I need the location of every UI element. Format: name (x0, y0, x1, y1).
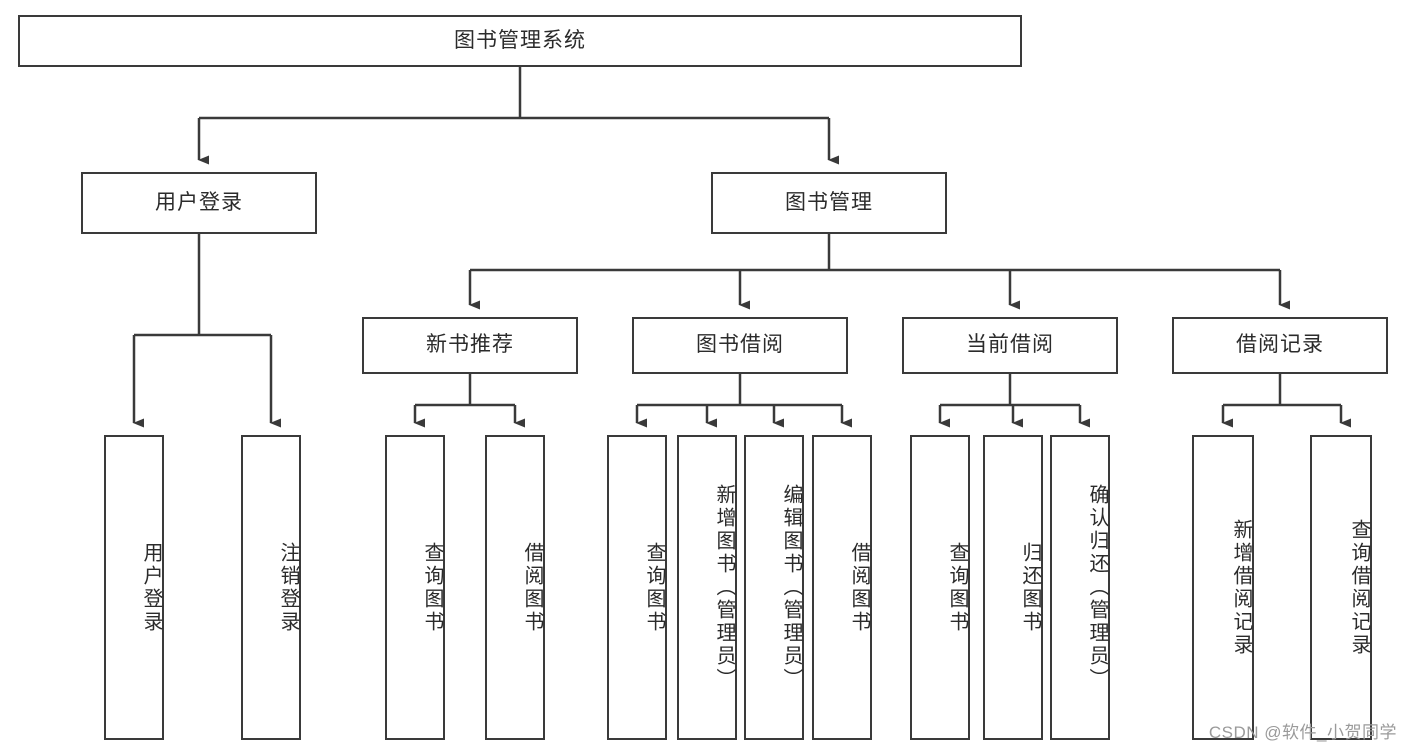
node-current-borrow[interactable]: 当前借阅 (902, 317, 1118, 374)
node-book-manage[interactable]: 图书管理 (711, 172, 947, 234)
node-label: 当前借阅 (966, 333, 1054, 357)
watermark: CSDN @软件_小贺同学 (1208, 723, 1397, 742)
node-label: 借阅记录 (1236, 333, 1324, 357)
node-leaf-user-login[interactable]: 用户登录 (104, 435, 164, 740)
node-label: 图书管理 (785, 190, 873, 214)
node-label: 借阅图书 (848, 541, 870, 634)
node-borrow-record[interactable]: 借阅记录 (1172, 317, 1388, 374)
node-leaf-query-book-2[interactable]: 查询图书 (607, 435, 667, 740)
node-leaf-logout[interactable]: 注销登录 (241, 435, 301, 740)
node-label: 查询图书 (421, 541, 443, 634)
node-label: 确认归还（管理员） (1086, 484, 1108, 691)
node-user-login[interactable]: 用户登录 (81, 172, 317, 234)
node-label: 借阅图书 (521, 541, 543, 634)
node-leaf-add-record[interactable]: 新增借阅记录 (1192, 435, 1254, 740)
node-new-book-rec[interactable]: 新书推荐 (362, 317, 578, 374)
node-label: 用户登录 (140, 541, 162, 634)
node-book-borrow[interactable]: 图书借阅 (632, 317, 848, 374)
node-leaf-query-book-1[interactable]: 查询图书 (385, 435, 445, 740)
node-leaf-confirm-return[interactable]: 确认归还（管理员） (1050, 435, 1110, 740)
node-root[interactable]: 图书管理系统 (18, 15, 1022, 67)
node-leaf-query-book-3[interactable]: 查询图书 (910, 435, 970, 740)
node-label: 新书推荐 (426, 333, 514, 357)
node-leaf-borrow-book-2[interactable]: 借阅图书 (812, 435, 872, 740)
node-label: 查询图书 (946, 541, 968, 634)
node-label: 图书管理系统 (454, 28, 586, 52)
node-label: 注销登录 (277, 541, 299, 634)
node-leaf-return-book[interactable]: 归还图书 (983, 435, 1043, 740)
node-leaf-borrow-book-1[interactable]: 借阅图书 (485, 435, 545, 740)
node-label: 用户登录 (155, 190, 243, 214)
node-label: 新增图书（管理员） (713, 484, 735, 691)
node-label: 编辑图书（管理员） (780, 484, 802, 691)
node-label: 图书借阅 (696, 333, 784, 357)
node-leaf-add-book[interactable]: 新增图书（管理员） (677, 435, 737, 740)
node-label: 新增借阅记录 (1230, 518, 1252, 657)
node-leaf-edit-book[interactable]: 编辑图书（管理员） (744, 435, 804, 740)
node-label: 归还图书 (1019, 541, 1041, 634)
node-label: 查询借阅记录 (1348, 518, 1370, 657)
node-label: 查询图书 (643, 541, 665, 634)
node-leaf-query-record[interactable]: 查询借阅记录 (1310, 435, 1372, 740)
